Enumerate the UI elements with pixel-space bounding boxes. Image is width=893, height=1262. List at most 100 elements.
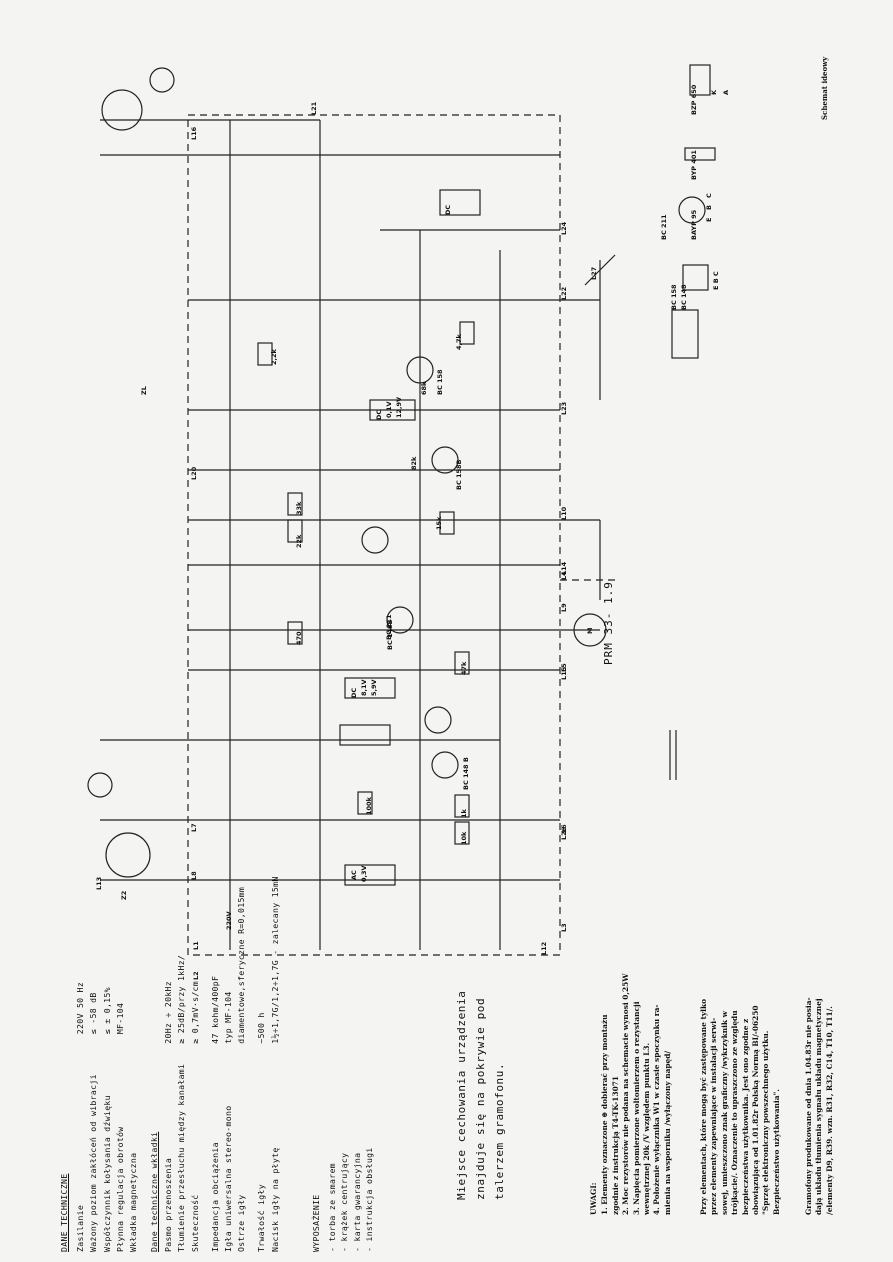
motor-label: M xyxy=(586,627,594,634)
legend-pin: A xyxy=(722,89,730,95)
notes-item: 1. Elementy oznaczone ⊕ dobierać przy mo… xyxy=(600,1014,610,1216)
cartridge-label: Tłumienie przesłuchu między kanałami xyxy=(176,1063,187,1252)
terminal-label: L8 xyxy=(190,871,198,880)
notes-paragraph-line: przez elementy zapewniające w instalacji… xyxy=(709,1017,719,1215)
terminal-label: L20 xyxy=(190,466,198,480)
legend-type: BZP 650 xyxy=(690,84,698,115)
equipment-item: - torba ze smarem xyxy=(327,1163,338,1252)
terminal-label: L15 xyxy=(560,666,568,680)
voltage-value: 0,1V xyxy=(385,401,393,418)
terminal-label: L14 xyxy=(560,561,568,575)
notes-footer-line: Gramofony produkowane od dnia 1.04.83r n… xyxy=(804,997,813,1215)
terminal-label: L16 xyxy=(190,126,198,140)
resistor-value: 33k xyxy=(295,501,303,515)
notes-paragraph-line: trójkącie/. Oznaczenie to upraszczono ze… xyxy=(730,1010,740,1215)
voltage-value: 8,1V xyxy=(360,679,368,696)
ic-label: DC xyxy=(375,409,383,420)
terminal-label: L13 xyxy=(95,876,103,890)
terminal-label: L27 xyxy=(590,266,598,280)
ic-label: DC xyxy=(444,204,452,215)
notes-paragraph-line: Bezpieczeństwo użytkowania". xyxy=(771,1089,781,1215)
notes-footer-line: dają układu tłumienia sygnału układu mag… xyxy=(814,998,824,1215)
ic-label: AC xyxy=(350,870,358,880)
notes-item: mienia na wsporniku /wyłączony napęd/ xyxy=(662,1050,672,1215)
notes-heading: UWAGI: xyxy=(589,1182,598,1215)
resistor-value: 22k xyxy=(295,534,303,548)
notes-footer-line: /elementy D9, R39. wzn. R31, R32, C14, T… xyxy=(824,1006,834,1215)
terminal-label: L10 xyxy=(560,506,568,520)
model-label: PRM 33- 1.9 xyxy=(602,581,615,665)
cartridge-label: Impedancja obciążenia xyxy=(209,1142,220,1252)
tech-row-label: Wkładka magnetyczna xyxy=(128,1152,139,1252)
terminal-label: L7 xyxy=(190,823,198,832)
terminal-label: L26 xyxy=(560,826,568,840)
legend-pin: C xyxy=(705,193,713,198)
tech-row-label: Współczynnik kołysania dźwięku xyxy=(101,1095,112,1252)
schematic-title: Schemat ideowy xyxy=(820,56,829,120)
cartridge-value: ~500 h xyxy=(256,1012,267,1044)
ic-label: DC xyxy=(350,687,358,698)
equipment-heading: WYPOSAŻENIE xyxy=(311,1194,321,1252)
equipment-item: - instrukcja obsługi xyxy=(363,1147,374,1252)
voltage-value: 0,3V xyxy=(360,865,368,882)
transistor-label: BC 148 B xyxy=(462,757,470,790)
transistor-label: BC 158B xyxy=(455,459,463,490)
resistor-value: 10k xyxy=(460,831,468,845)
cartridge-label: Skuteczność xyxy=(189,1194,200,1252)
tech-row-value: MF-104 xyxy=(114,1002,125,1035)
cartridge-heading: Dane techniczne wkładki xyxy=(149,1131,159,1252)
notes-paragraph-line: bezpieczeństwa użytkownika. Jest ono zgo… xyxy=(740,1018,750,1215)
cartridge-value: 1½÷1,7G/1,2÷1,7G - zalecany 15mN xyxy=(269,876,280,1044)
notes-item: 2. Moc rezystorów nie podana na schemaci… xyxy=(621,973,631,1215)
cartridge-label: Trwałość igły xyxy=(256,1184,267,1252)
cartridge-value: 20Hz ÷ 20kHz xyxy=(163,980,174,1044)
notes-paragraph-line: Przy elementach, które mogą być zastępow… xyxy=(699,998,708,1215)
resistor-value: 100k xyxy=(365,797,373,815)
mains-socket xyxy=(105,832,151,878)
resistor-value: 15k xyxy=(435,516,443,530)
notes-item: zgodnie z instrukcją T4-TK-13071 xyxy=(610,1075,620,1215)
legend-pin: E xyxy=(705,217,713,222)
lamp-label: ZL xyxy=(140,386,148,395)
resistor-value: 82k xyxy=(410,456,418,470)
legend-pin: E B C xyxy=(712,271,720,290)
voltage-value: 5,9V xyxy=(370,679,378,696)
notes-item: 3. Napięcia pomierzone woltomierzem o re… xyxy=(631,1001,641,1215)
tech-row-value: ≤ -58 dB xyxy=(88,992,99,1035)
resistor-value: 2,2k xyxy=(270,349,278,365)
terminal-label: L12 xyxy=(540,941,548,955)
notes-paragraph-line: sowej, umieszczono znak graficzny /wykrz… xyxy=(719,1011,729,1215)
terminal-label: L24 xyxy=(560,221,568,235)
terminal-label: L23 xyxy=(560,401,568,415)
motor-symbol xyxy=(573,613,607,647)
cartridge-label: Nacisk igły na płytę xyxy=(269,1147,280,1252)
fuse-label: Z2 xyxy=(120,890,128,900)
terminal-label: L1 xyxy=(192,941,200,950)
terminal-label: L3 xyxy=(560,923,568,932)
resistor-value: 4,7k xyxy=(455,334,463,350)
mains-label: 220V xyxy=(225,911,233,930)
resistor-value: 470 xyxy=(295,631,303,645)
cartridge-value: 47 kohm/400pF xyxy=(209,975,220,1044)
cartridge-value: ≥ 0,7mV·s/cm xyxy=(189,980,200,1044)
cartridge-label: Pasmo przenoszenia xyxy=(163,1157,174,1252)
legend-pin: B xyxy=(705,205,713,210)
tech-row-value: 220V 50 Hz xyxy=(75,981,86,1035)
notes-paragraph-line: "Sprzęt elektroniczny powszechnego użytk… xyxy=(761,1030,771,1215)
voltage-value: 12,9V xyxy=(395,396,403,418)
resistor-value: 68k xyxy=(420,381,428,395)
cartridge-value: typ MF-104 xyxy=(223,991,234,1044)
calibration-line: talerzem gramofonu. xyxy=(493,1062,506,1200)
notes-item: wewnętrznej 20k /V względem punktu L3. xyxy=(642,1042,652,1215)
legend-type: BYP 401 xyxy=(690,150,698,180)
terminal-label: L2 xyxy=(192,971,200,980)
cartridge-label: Ostrze igły xyxy=(236,1194,247,1252)
transistor-label: BC 158 xyxy=(436,369,444,395)
tech-row-value: ≤ ± 0,15% xyxy=(101,987,112,1035)
cartridge-value: ≥ 25dB/przy 1kHz/ xyxy=(176,954,187,1044)
legend-type: BC 148 xyxy=(680,284,688,310)
terminal-label: L9 xyxy=(560,603,568,612)
legend-type: BAYP 95 xyxy=(690,209,698,240)
